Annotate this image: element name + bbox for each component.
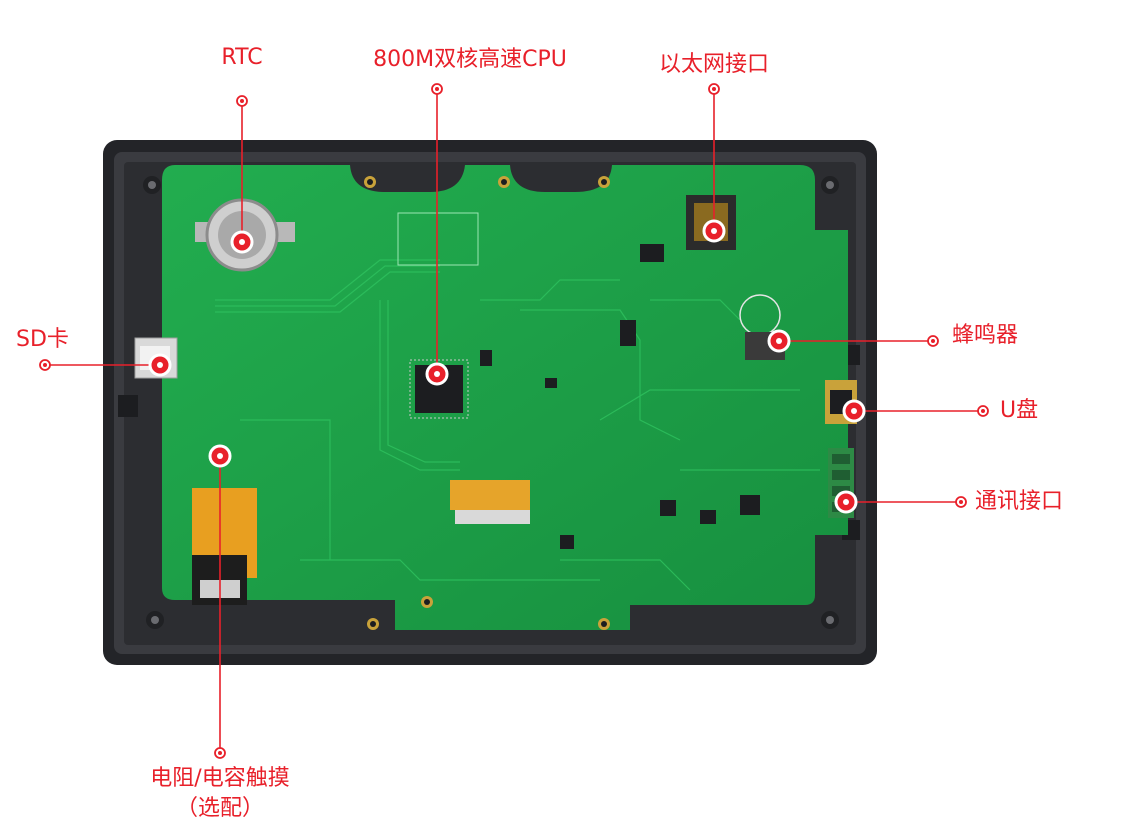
callout-label-comm-port: 通讯接口 (975, 489, 1064, 514)
callout-label-cpu: 800M双核高速CPU (373, 47, 567, 72)
callout-label-touch: 电阻/电容触摸 (150, 766, 290, 791)
callout-label-usb: U盘 (1000, 398, 1039, 423)
callout-label-touch-optional: （选配） (175, 796, 265, 821)
callout-component-markers (148, 219, 866, 514)
callout-label-rtc: RTC (221, 45, 263, 70)
callout-end-markers (39, 83, 989, 759)
pcb-board (134, 165, 857, 630)
callout-label-buzzer: 蜂鸣器 (952, 323, 1019, 348)
callout-lines (45, 89, 983, 753)
callout-label-sd-card: SD卡 (16, 327, 69, 352)
callout-label-ethernet: 以太网接口 (658, 52, 770, 77)
